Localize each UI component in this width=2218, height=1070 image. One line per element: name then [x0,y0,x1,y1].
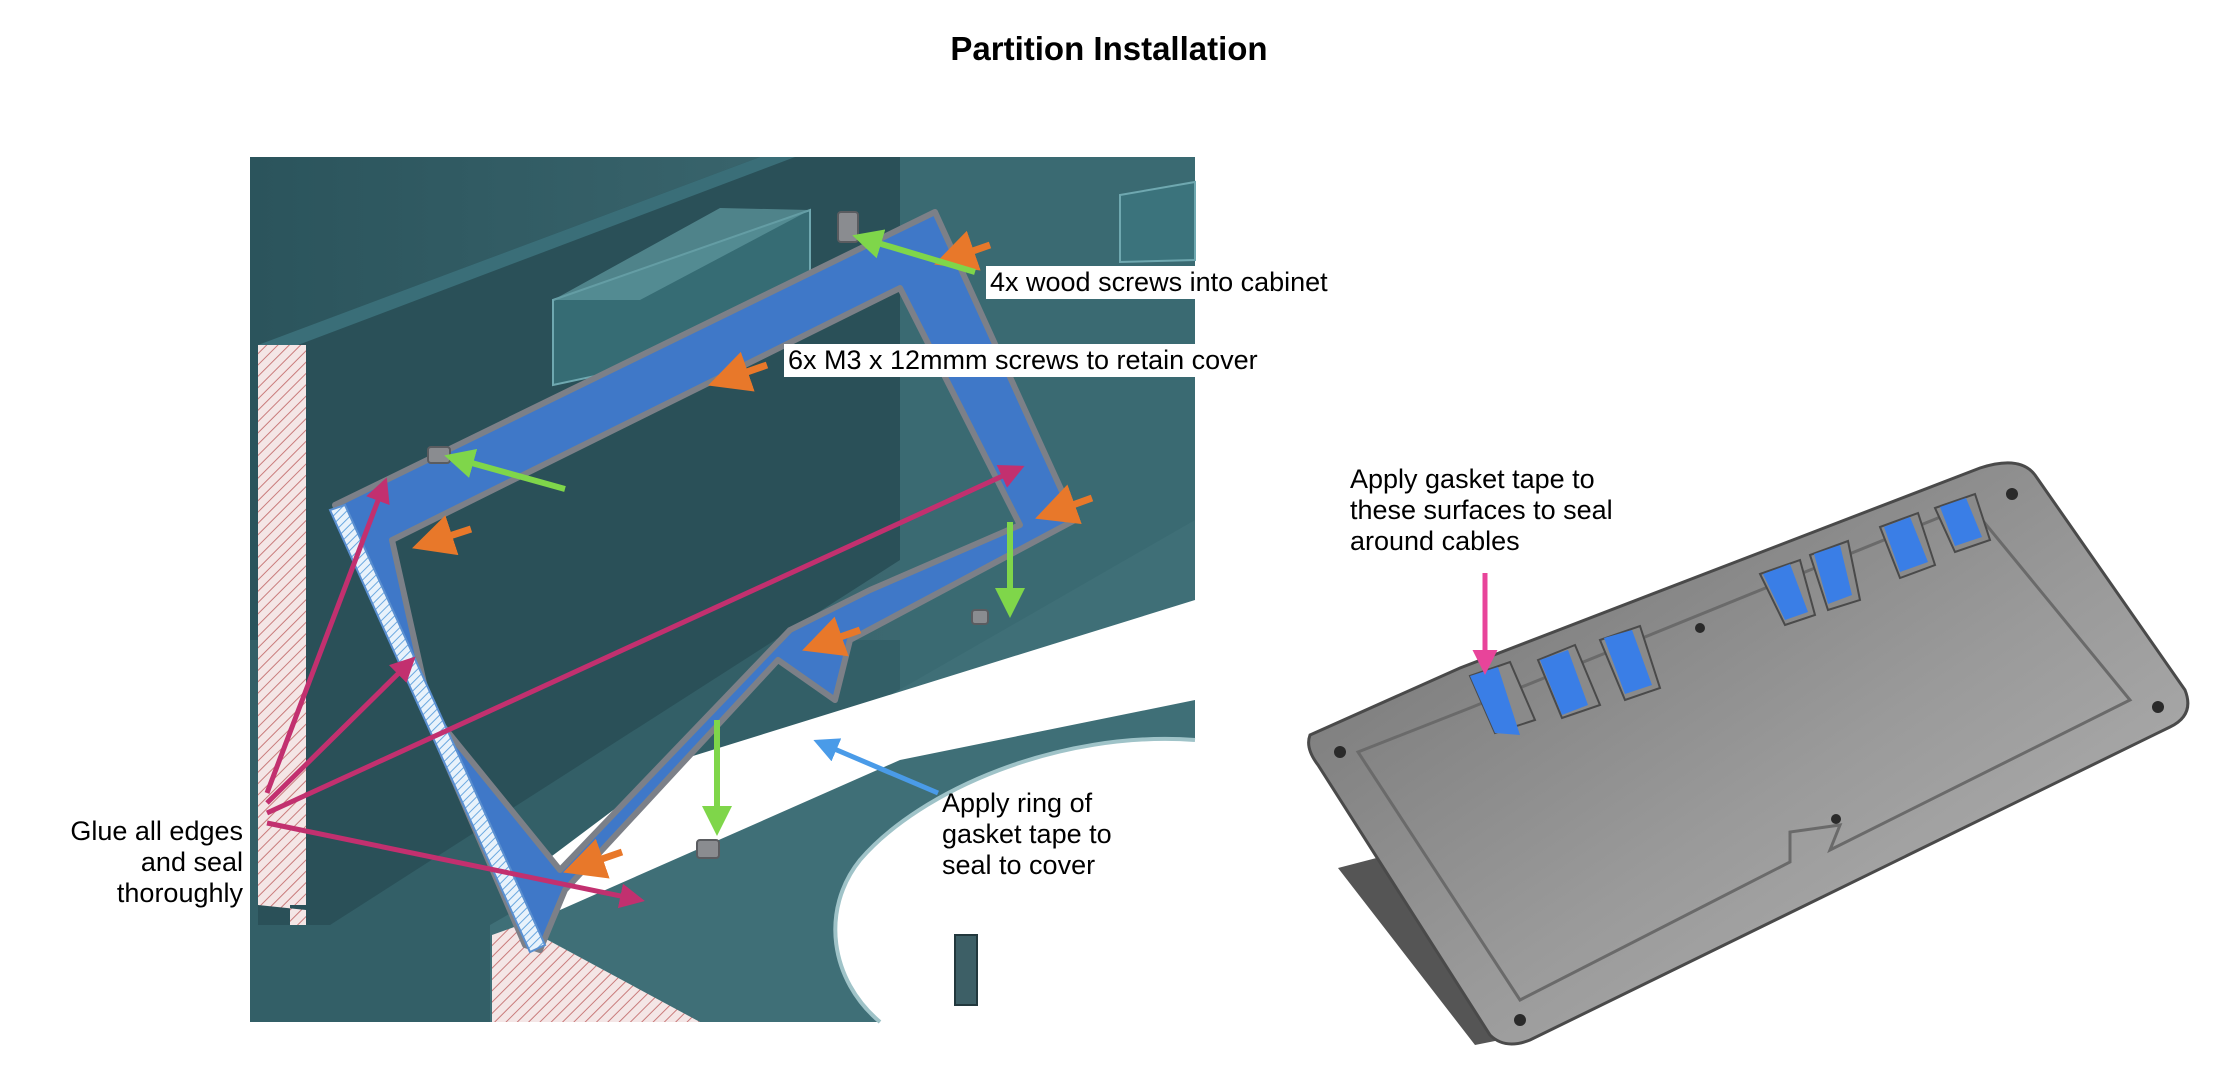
ring-gasket-label: Apply ring of gasket tape to seal to cov… [942,788,1112,880]
wood-screws-label: 4x wood screws into cabinet [986,266,1332,299]
cable-gasket-label: Apply gasket tape to these surfaces to s… [1350,464,1613,556]
wood-screw-arrows [444,229,1025,836]
glue-label: Glue all edges and seal thoroughly [70,816,243,908]
ring-gasket-arrow [813,738,939,796]
m3-screws-label: 6x M3 x 12mmm screws to retain cover [784,344,1262,377]
page-title: Partition Installation [950,30,1268,67]
m3-screw-arrows [412,230,1094,879]
bolt-shaft [954,934,978,1006]
glue-arrows [264,464,1025,909]
cable-notches [1468,492,1992,735]
cover-render [1307,461,2190,1046]
